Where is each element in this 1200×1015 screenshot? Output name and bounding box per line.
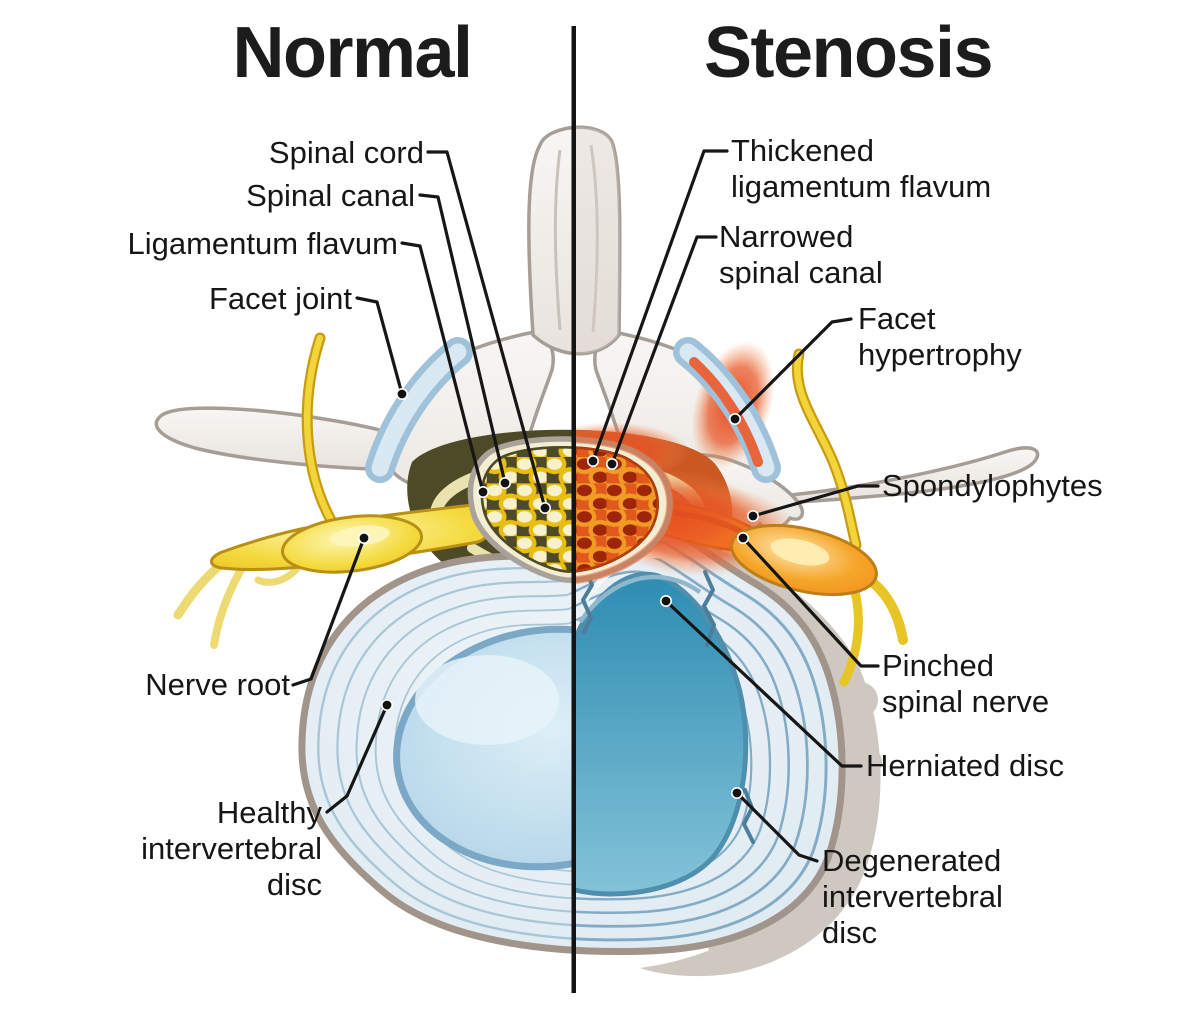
right-dorsal-nerve-branch [791, 348, 862, 551]
left-facet-joint [365, 337, 473, 483]
label-narrowed-canal-line2: spinal canal [719, 255, 883, 290]
left-dorsal-nerve-branch [301, 332, 338, 528]
title-stenosis: Stenosis [703, 13, 994, 93]
spinal-cord-cross-section [467, 435, 675, 585]
label-thickened-ligamentum-flavum: Thickened ligamentum flavum [731, 133, 991, 205]
label-pinched-nerve-line2: spinal nerve [882, 684, 1050, 719]
leader-narrowed-spinal-canal [605, 235, 718, 470]
label-facet-hypertrophy-line2: hypertrophy [858, 337, 1022, 372]
nucleus-highlight [415, 655, 559, 745]
label-healthy-disc-line3: disc [266, 867, 322, 902]
divider-line [571, 26, 576, 993]
label-degenerated-disc-line2: intervertebral [822, 879, 1003, 914]
label-ligamentum-flavum: Ligamentum flavum [127, 226, 398, 261]
nucleus-pulposus-normal [393, 625, 574, 871]
leader-facet-joint [355, 296, 408, 400]
label-narrowed-canal-line1: Narrowed [719, 219, 854, 254]
cord-edge-inflamed [574, 435, 675, 585]
title-normal: Normal [232, 13, 473, 93]
leader-herniated-disc [659, 594, 863, 768]
label-spinal-canal: Spinal canal [246, 178, 415, 213]
leader-spondylophytes [746, 484, 880, 522]
label-facet-hypertrophy-line1: Facet [858, 301, 936, 336]
squeezed-ring-line [578, 574, 702, 624]
label-degenerated-disc-line3: disc [822, 915, 878, 950]
label-facet-hypertrophy: Facet hypertrophy [858, 301, 1022, 373]
leader-facet-hypertrophy [728, 317, 853, 425]
label-pinched-spinal-nerve: Pinched spinal nerve [882, 648, 1049, 720]
right-facet-joint-inflamed [673, 337, 781, 483]
label-healthy-intervertebral-disc: Healthy intervertebral disc [141, 795, 322, 903]
left-nerve-root [173, 503, 492, 649]
label-thickened-lf-line1: Thickened [731, 133, 875, 168]
leader-spinal-canal [418, 193, 511, 489]
bone-contour-lines [553, 144, 599, 333]
label-pinched-nerve-line1: Pinched [882, 648, 995, 683]
label-thickened-lf-line2: ligamentum flavum [731, 169, 992, 204]
leader-pinched-spinal-nerve [736, 531, 880, 668]
leader-nerve-root [291, 531, 370, 687]
right-ganglion-highlight [770, 538, 830, 566]
leader-healthy-disc [325, 698, 393, 814]
leader-spinal-cord [426, 150, 551, 514]
label-facet-joint: Facet joint [208, 281, 352, 316]
leader-ligamentum-flavum [400, 241, 489, 498]
label-nerve-root: Nerve root [145, 667, 290, 702]
nerve-fascicles-inflamed [574, 446, 659, 573]
spinous-shadow-right [574, 127, 620, 354]
label-healthy-disc-line2: intervertebral [141, 831, 322, 866]
label-spinal-cord: Spinal cord [268, 135, 424, 170]
label-degenerated-intervertebral-disc: Degenerated intervertebral disc [822, 843, 1003, 951]
label-degenerated-disc-line1: Degenerated [822, 843, 1002, 878]
label-narrowed-spinal-canal: Narrowed spinal canal [719, 219, 883, 291]
label-spondylophytes: Spondylophytes [882, 468, 1103, 503]
label-healthy-disc-line1: Healthy [216, 795, 322, 830]
leader-thickened-ligamentum-flavum [586, 149, 729, 467]
label-herniated-disc: Herniated disc [866, 748, 1065, 783]
leader-degenerated-disc [730, 786, 819, 863]
